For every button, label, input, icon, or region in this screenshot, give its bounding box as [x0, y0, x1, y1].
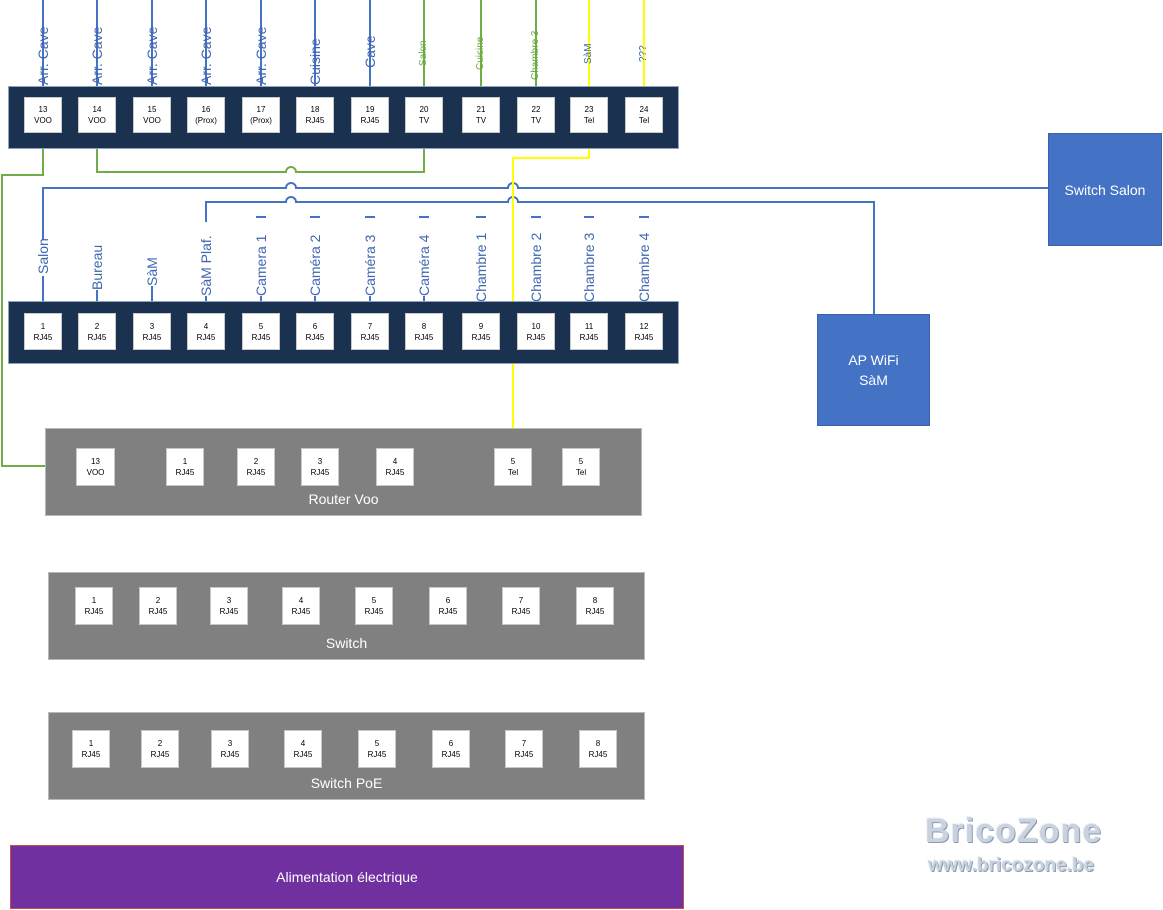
bottom-patch-panel [8, 301, 679, 364]
router-voo-panel: Router Voo [45, 428, 642, 516]
switch-poe-panel: Switch PoE [48, 712, 645, 800]
switch-title: Switch [325, 635, 368, 651]
top-patch-panel [8, 86, 679, 149]
switch-poe-title: Switch PoE [310, 775, 383, 791]
router-voo-title: Router Voo [308, 491, 379, 507]
phone-23-to-router [512, 132, 590, 448]
bottom-patch-cable-stubs [42, 216, 649, 302]
ap-wifi-box[interactable]: AP WiFi SàM [817, 314, 930, 426]
switch-salon-box[interactable]: Switch Salon [1048, 133, 1162, 246]
ap-wifi-line2: SàM [859, 372, 888, 388]
bricozone-logo: BricoZone [925, 812, 1103, 850]
patch-port-17[interactable]: 17(Prox) [242, 97, 280, 133]
cable-salon-to-switch-salon [42, 182, 1049, 240]
top-patch-cable-stubs [42, 0, 645, 88]
patch-port-16[interactable]: 16(Prox) [187, 97, 225, 133]
ap-wifi-line1: AP WiFi [848, 352, 899, 368]
power-supply-bar: Alimentation électrique [10, 845, 684, 909]
switch-panel: Switch [48, 572, 645, 660]
bricozone-url: www.bricozone.be [928, 855, 1095, 876]
coax-13-to-router [1, 132, 76, 467]
